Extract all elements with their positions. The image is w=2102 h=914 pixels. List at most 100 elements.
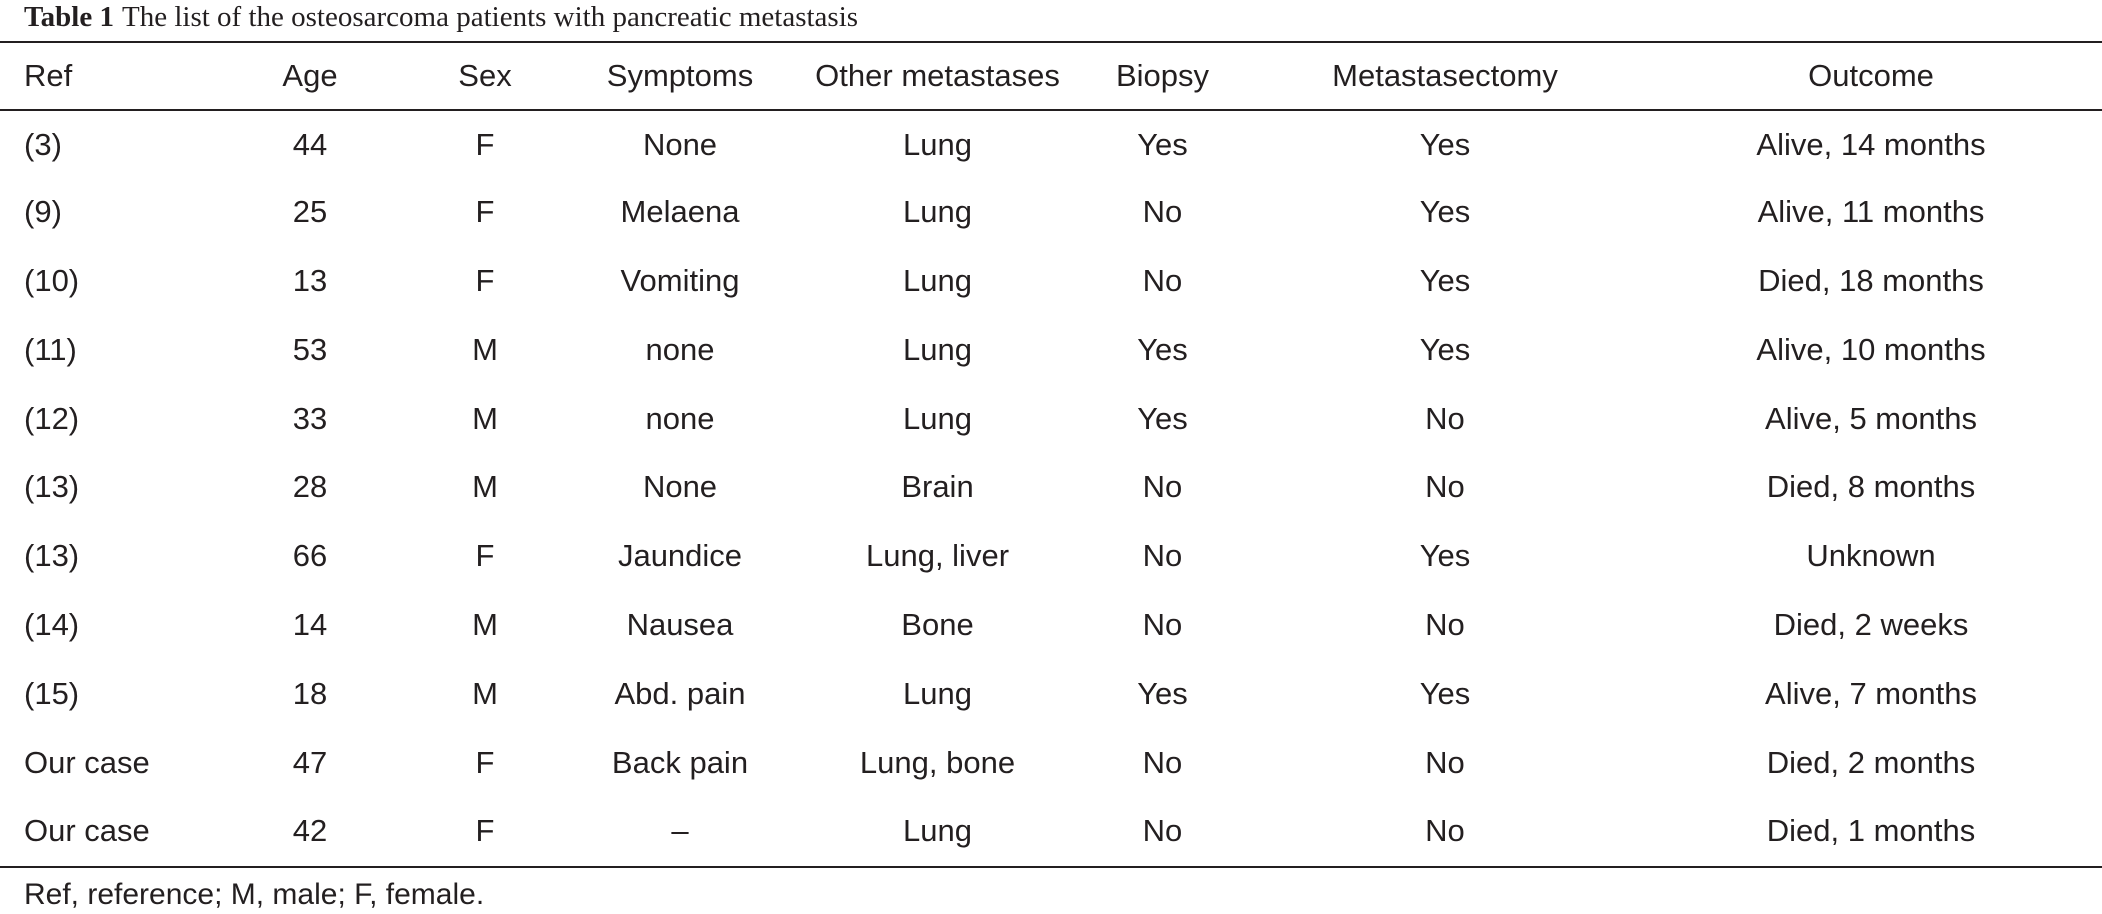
cell-other-metastases: Brain: [901, 469, 974, 505]
cell-metastasectomy: Yes: [1419, 538, 1471, 574]
cell-sex: M: [472, 469, 498, 505]
header-symptoms: Symptoms: [606, 58, 754, 93]
cell-other-metastases: Lung, bone: [859, 744, 1016, 780]
cell-metastasectomy: No: [1425, 813, 1465, 849]
table-row: (10) 13 F Vomiting Lung No Yes Died, 18 …: [0, 247, 2102, 316]
table-footnote: Ref, reference; M, male; F, female.: [24, 878, 485, 911]
cell-age: 28: [292, 469, 328, 505]
cell-age: 42: [292, 813, 328, 849]
cell-sex: M: [472, 675, 498, 711]
table-row: (15) 18 M Abd. pain Lung Yes Yes Alive, …: [0, 659, 2102, 728]
cell-outcome: Alive, 11 months: [1757, 194, 1985, 230]
cell-age: 33: [292, 400, 328, 436]
cell-biopsy: No: [1142, 194, 1183, 230]
cell-ref: (15): [24, 675, 80, 711]
cell-biopsy: Yes: [1137, 331, 1188, 367]
cell-age: 44: [292, 127, 328, 163]
cell-metastasectomy: Yes: [1419, 675, 1471, 711]
cell-other-metastases: Bone: [901, 606, 974, 642]
cell-sex: F: [475, 813, 495, 849]
table-row: (14) 14 M Nausea Bone No No Died, 2 week…: [0, 591, 2102, 660]
cell-outcome: Died, 2 months: [1766, 744, 1976, 780]
cell-sex: M: [472, 400, 498, 436]
cell-symptoms: Abd. pain: [614, 675, 746, 711]
cell-other-metastases: Lung: [903, 194, 972, 230]
cell-ref: (9): [24, 194, 62, 230]
cell-metastasectomy: Yes: [1419, 331, 1471, 367]
cell-symptoms: –: [671, 813, 689, 849]
cell-sex: M: [472, 331, 498, 367]
cell-sex: F: [475, 538, 495, 574]
table-row: (11) 53 M none Lung Yes Yes Alive, 10 mo…: [0, 315, 2102, 384]
cell-other-metastases: Lung: [903, 127, 972, 163]
cell-biopsy: No: [1142, 813, 1183, 849]
cell-sex: F: [475, 744, 495, 780]
cell-outcome: Died, 8 months: [1766, 469, 1976, 505]
cell-symptoms: Vomiting: [620, 262, 740, 298]
cell-symptoms: None: [642, 469, 718, 505]
cell-metastasectomy: Yes: [1419, 262, 1471, 298]
cell-outcome: Unknown: [1806, 538, 1936, 574]
header-other-metastases: Other metastases: [815, 58, 1060, 93]
cell-biopsy: Yes: [1137, 400, 1188, 436]
table-row: (9) 25 F Melaena Lung No Yes Alive, 11 m…: [0, 178, 2102, 247]
table-row: (12) 33 M none Lung Yes No Alive, 5 mont…: [0, 384, 2102, 453]
cell-ref: (12): [24, 400, 80, 436]
table-header-row: Ref Age Sex Symptoms Other metastases Bi…: [0, 43, 2102, 109]
header-age: Age: [282, 58, 338, 93]
cell-symptoms: Melaena: [620, 194, 740, 230]
cell-other-metastases: Lung: [903, 400, 972, 436]
cell-other-metastases: Lung: [903, 813, 972, 849]
cell-symptoms: None: [642, 127, 718, 163]
cell-other-metastases: Lung: [903, 262, 972, 298]
cell-sex: M: [472, 606, 498, 642]
cell-age: 47: [292, 744, 328, 780]
cell-metastasectomy: Yes: [1419, 127, 1471, 163]
header-metastasectomy: Metastasectomy: [1332, 58, 1558, 93]
cell-symptoms: none: [645, 400, 715, 436]
cell-metastasectomy: Yes: [1419, 194, 1471, 230]
cell-age: 18: [292, 675, 328, 711]
cell-age: 66: [292, 538, 328, 574]
table-caption-text: The list of the osteosarcoma patients wi…: [122, 1, 859, 33]
header-outcome: Outcome: [1808, 58, 1934, 93]
patients-table: Ref Age Sex Symptoms Other metastases Bi…: [0, 43, 2102, 866]
table-top-rule: [0, 41, 2102, 43]
cell-age: 13: [292, 262, 328, 298]
cell-symptoms: Jaundice: [617, 538, 743, 574]
cell-outcome: Died, 18 months: [1758, 262, 1984, 298]
cell-ref: Our case: [24, 744, 150, 780]
cell-metastasectomy: No: [1425, 400, 1465, 436]
header-sex: Sex: [458, 58, 512, 93]
table-header-rule: [0, 109, 2102, 111]
cell-other-metastases: Lung: [903, 675, 972, 711]
cell-outcome: Alive, 14 months: [1756, 127, 1986, 163]
cell-ref: (13): [24, 538, 80, 574]
table-row: (13) 28 M None Brain No No Died, 8 month…: [0, 453, 2102, 522]
table-row: (3) 44 F None Lung Yes Yes Alive, 14 mon…: [0, 109, 2102, 178]
cell-ref: (10): [24, 262, 80, 298]
cell-sex: F: [475, 127, 495, 163]
cell-biopsy: No: [1142, 744, 1183, 780]
cell-biopsy: Yes: [1137, 127, 1188, 163]
cell-symptoms: Nausea: [626, 606, 734, 642]
table-bottom-rule: [0, 866, 2102, 868]
cell-biopsy: No: [1142, 469, 1183, 505]
cell-sex: F: [475, 262, 495, 298]
cell-ref: (11): [24, 331, 77, 367]
cell-ref: Our case: [24, 813, 150, 849]
header-ref: Ref: [24, 58, 73, 93]
header-biopsy: Biopsy: [1115, 58, 1210, 93]
table-row: Our case 47 F Back pain Lung, bone No No…: [0, 728, 2102, 797]
cell-metastasectomy: No: [1425, 469, 1465, 505]
cell-biopsy: No: [1142, 538, 1183, 574]
cell-symptoms: none: [645, 331, 715, 367]
cell-outcome: Alive, 5 months: [1765, 400, 1977, 436]
table-caption-label: Table 1: [24, 1, 114, 33]
cell-ref: (14): [24, 606, 80, 642]
cell-metastasectomy: No: [1425, 744, 1465, 780]
table-row: (13) 66 F Jaundice Lung, liver No Yes Un…: [0, 522, 2102, 591]
cell-outcome: Alive, 10 months: [1756, 331, 1986, 367]
cell-age: 53: [292, 331, 328, 367]
cell-biopsy: No: [1142, 262, 1183, 298]
